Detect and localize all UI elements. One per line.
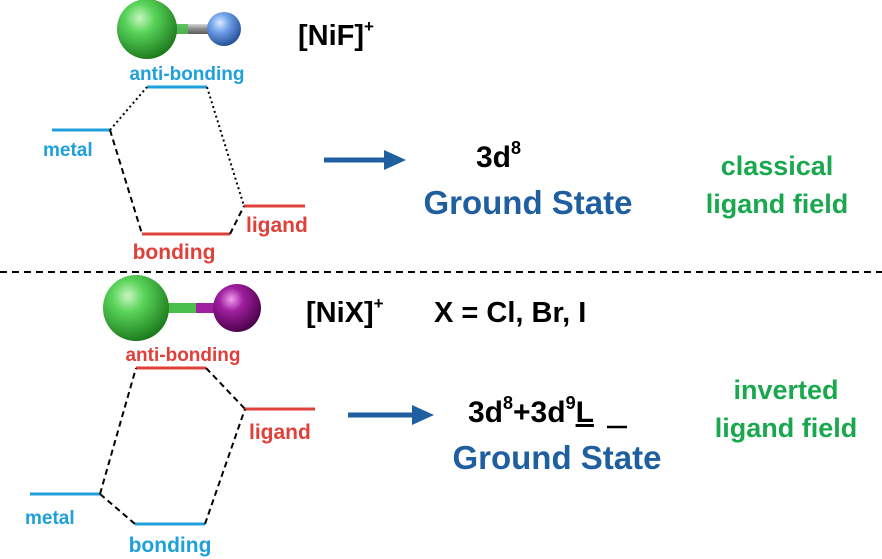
top-ground-state: Ground State xyxy=(423,184,632,221)
bottom-field-line2: ligand field xyxy=(715,413,858,443)
top-arrow xyxy=(324,150,406,170)
bottom-connector-ligand-antibonding xyxy=(205,367,246,410)
bottom-ground-state: Ground State xyxy=(452,439,661,476)
halide-list: X = Cl, Br, I xyxy=(434,297,586,329)
ni-x-bond-purple xyxy=(196,303,226,313)
top-antibonding-label: anti-bonding xyxy=(129,64,244,85)
bottom-arrow xyxy=(348,405,434,425)
nix-formula: [NiX]+ xyxy=(306,294,384,329)
top-metal-label: metal xyxy=(43,140,93,161)
nix-molecule xyxy=(103,275,261,341)
ni-x-bond-green xyxy=(160,303,196,313)
top-connector-ligand-antibonding xyxy=(206,86,245,207)
bottom-antibonding-label: anti-bonding xyxy=(125,345,240,366)
bottom-panel: [NiX]+ X = Cl, Br, I anti-bonding ligand… xyxy=(25,275,857,557)
bottom-metal-label: metal xyxy=(25,508,75,529)
nif-formula: [NiF]+ xyxy=(298,17,374,52)
bottom-field-line1: inverted xyxy=(733,375,838,405)
top-connector-ligand-bonding xyxy=(229,205,245,235)
top-electron-config: 3d8 xyxy=(476,138,521,174)
bottom-electron-config: 3d8+3d9L xyxy=(468,393,594,429)
bottom-bonding-label: bonding xyxy=(129,534,212,557)
top-panel: [NiF]+ anti-bonding metal ligand bonding… xyxy=(43,0,848,264)
top-connector-metal-antibonding xyxy=(109,86,148,131)
bottom-connector-ligand-bonding xyxy=(204,408,246,525)
bottom-connector-metal-antibonding xyxy=(99,367,137,495)
top-connector-metal-bonding xyxy=(109,129,143,235)
bottom-ligand-label: ligand xyxy=(249,421,311,444)
x-atom xyxy=(213,284,261,332)
bottom-connector-metal-bonding xyxy=(99,493,136,525)
top-bonding-label: bonding xyxy=(133,241,216,264)
top-ligand-label: ligand xyxy=(246,214,308,237)
top-field-line2: ligand field xyxy=(706,189,849,219)
nif-molecule xyxy=(117,0,241,59)
ni-atom xyxy=(117,0,177,59)
ni-atom xyxy=(103,275,169,341)
f-atom xyxy=(207,12,241,46)
top-field-line1: classical xyxy=(721,151,834,181)
ni-f-bond xyxy=(160,24,220,34)
